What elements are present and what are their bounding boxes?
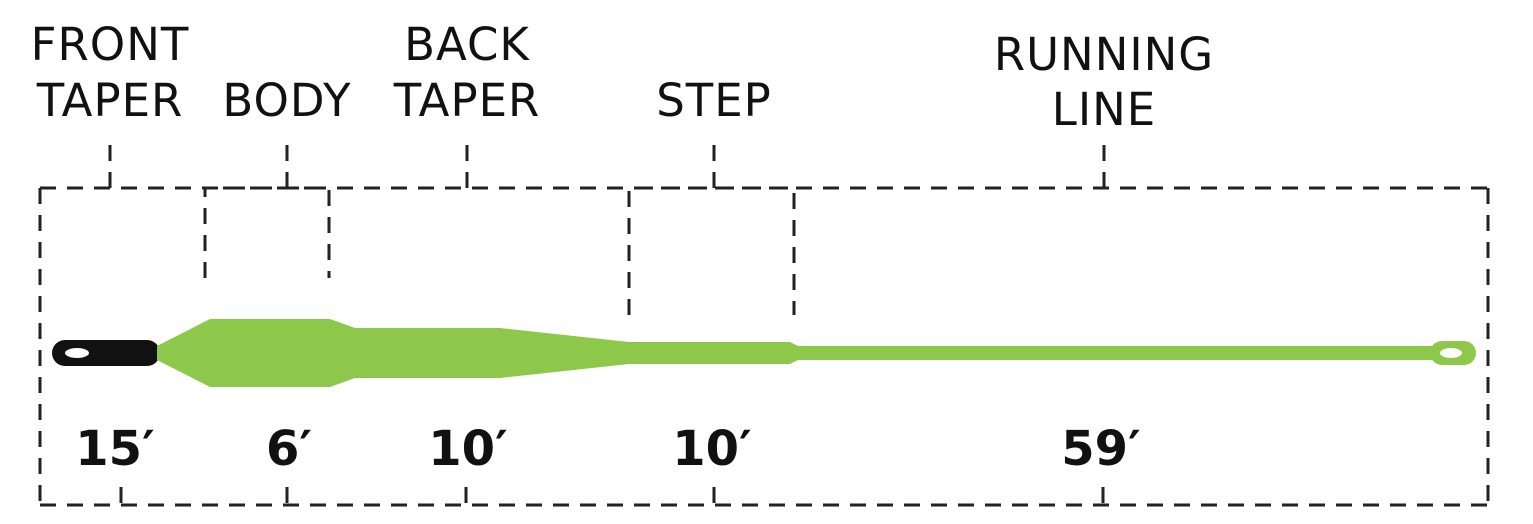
- segment-brackets: [203, 186, 796, 315]
- length-step: 10′: [672, 421, 751, 477]
- label-back-taper-line2: TAPER: [393, 74, 541, 127]
- length-running-line: 59′: [1061, 421, 1140, 477]
- black-tip: [52, 340, 160, 366]
- label-running-line-line1: RUNNING: [994, 28, 1214, 81]
- label-running-line-line2: LINE: [1052, 83, 1156, 136]
- segment-name-labels: FRONT TAPER BODY BACK TAPER STEP RUNNING…: [31, 18, 1214, 136]
- bracket-step: [627, 186, 796, 315]
- length-front-taper: 15′: [75, 421, 154, 477]
- green-line-body: [157, 319, 1432, 387]
- running-line-loop-hole: [1440, 348, 1462, 358]
- label-back-taper-line1: BACK: [404, 18, 530, 71]
- label-step: STEP: [656, 74, 772, 127]
- top-leader-lines: [108, 145, 1106, 188]
- bracket-body: [203, 186, 331, 278]
- length-back-taper: 10′: [428, 421, 507, 477]
- length-body: 6′: [266, 421, 312, 477]
- bottom-leader-lines: [119, 487, 1105, 505]
- label-body: BODY: [222, 74, 351, 127]
- tip-loop-hole: [65, 348, 89, 358]
- segment-length-labels: 15′ 6′ 10′ 10′ 59′: [75, 421, 1140, 477]
- fly-line: [52, 319, 1476, 387]
- label-front-taper-line1: FRONT: [31, 18, 190, 71]
- label-front-taper-line2: TAPER: [36, 74, 184, 127]
